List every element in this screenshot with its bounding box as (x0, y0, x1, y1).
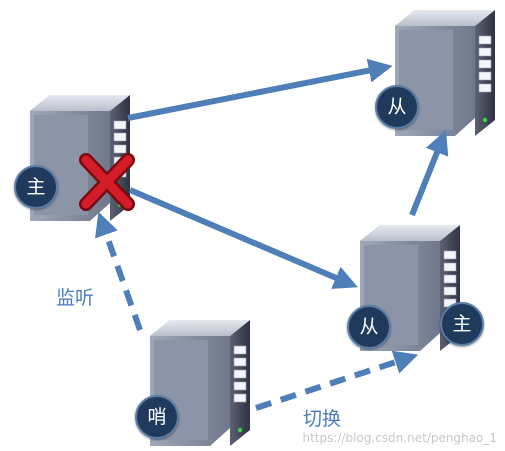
red-x-icon (79, 153, 135, 211)
master-badge: 主 (14, 165, 58, 209)
slave-right-badge: 从 (347, 305, 391, 349)
replication-arrow-to-slave-top (127, 58, 393, 121)
replication-arrow-to-slave-right (128, 187, 358, 289)
replication-arrow-right-to-top (409, 129, 449, 217)
slave-top-badge: 从 (375, 85, 419, 129)
monitor-arrow (95, 211, 143, 331)
watermark-text: https://blog.csdn.net/penghao_1 (302, 431, 497, 445)
new-master-badge: 主 (440, 302, 484, 346)
sentinel-badge: 哨 (135, 395, 179, 439)
monitor-label: 监听 (56, 287, 95, 309)
failover-arrow (255, 350, 419, 411)
failover-label: 切换 (303, 408, 342, 430)
